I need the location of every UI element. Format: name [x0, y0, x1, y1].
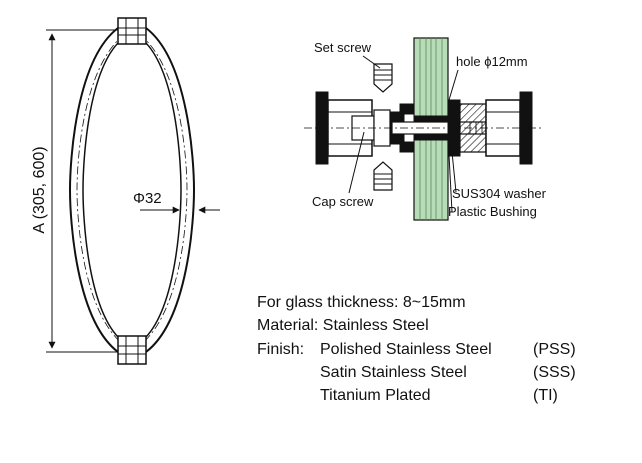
set-screw-bottom [373, 161, 393, 191]
label-bushing: Plastic Bushing [448, 204, 537, 219]
diameter-label: Φ32 [133, 190, 162, 207]
leader-hole [448, 69, 459, 101]
leader-bushing [447, 135, 453, 213]
label-hole: hole ϕ12mm [456, 54, 528, 69]
spec-material: Material: Stainless Steel [257, 317, 429, 334]
finish-name-1: Polished Stainless Steel [320, 341, 492, 358]
label-cap-screw: Cap screw [312, 194, 374, 209]
handle-elevation [68, 17, 196, 365]
leader-cap-screw [348, 131, 365, 194]
finish-code-1: (PSS) [533, 341, 576, 358]
dimension-a-label: A (305, 600) [31, 146, 48, 233]
finish-name-3: Titanium Plated [320, 387, 431, 404]
dimension-diameter: Φ32 [133, 190, 220, 214]
leader-set-screw [362, 55, 381, 69]
spec-glass-thickness: For glass thickness: 8~15mm [257, 294, 466, 311]
label-washer: SUS304 washer [452, 186, 547, 201]
section-detail: Set screw hole ϕ12mm Cap screw SUS304 wa… [304, 37, 547, 221]
finish-code-2: (SSS) [533, 364, 576, 381]
spec-finish-heading: Finish: [257, 341, 305, 358]
finish-name-2: Satin Stainless Steel [320, 364, 467, 381]
label-set-screw: Set screw [314, 40, 372, 55]
finish-code-3: (TI) [533, 387, 558, 404]
leader-washer [451, 151, 457, 193]
dimension-a: A (305, 600) [31, 29, 118, 353]
set-screw-top [373, 63, 393, 93]
